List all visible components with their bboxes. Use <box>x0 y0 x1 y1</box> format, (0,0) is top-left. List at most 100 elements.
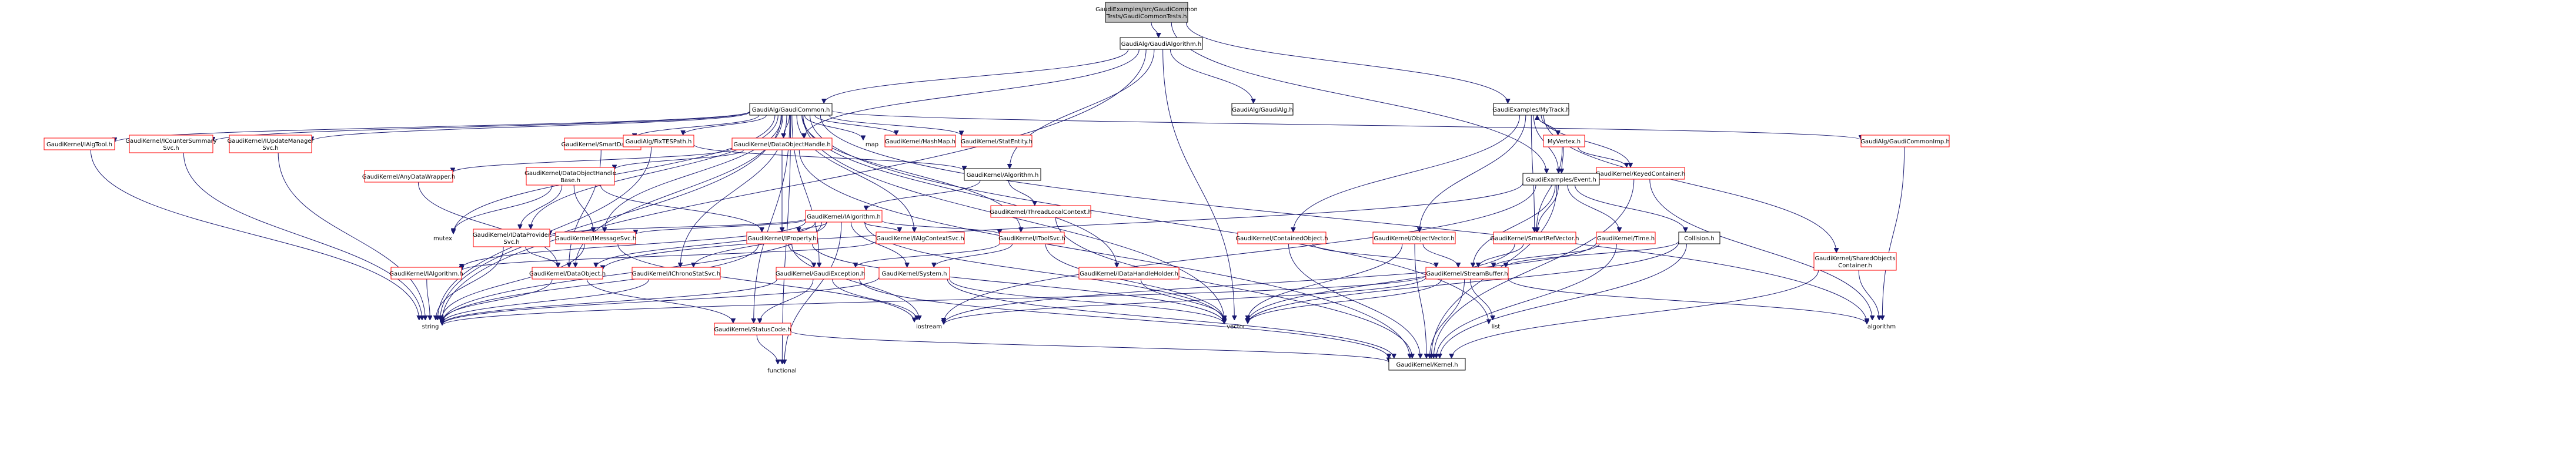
node-box <box>731 137 833 150</box>
edge-ialgorithm2-to-functional <box>784 221 842 364</box>
node-box <box>990 205 1091 218</box>
node-statentity[interactable]: GaudiKernel/StatEntity.h <box>961 135 1033 147</box>
node-gaudiexc[interactable]: GaudiKernel/GaudiException.h <box>776 267 865 280</box>
edge-gcimp-to-algorithm_std <box>1882 146 1905 320</box>
edge-ialgorithm2-to-imsgsvc <box>636 219 806 235</box>
edge-keyedcont-to-kernel <box>1434 179 1635 358</box>
node-idatahandleholder[interactable]: GaudiKernel/IDataHandleHolder.h <box>1078 267 1180 280</box>
edge-ga-to-gc <box>824 49 1129 104</box>
node-anydata[interactable]: GaudiKernel/AnyDataWrapper.h <box>362 170 455 183</box>
edge-myvertex-to-event <box>1562 146 1563 173</box>
node-contobj[interactable]: GaudiKernel/ContainedObject.h <box>1235 231 1328 244</box>
node-system[interactable]: GaudiKernel/System.h <box>878 267 950 280</box>
node-label: GaudiKernel/Kernel.h <box>1396 362 1458 368</box>
node-label: GaudiKernel/SmartRefVector.h <box>1490 236 1579 242</box>
node-gaudialg[interactable]: GaudiAlg/GaudiAlg.h <box>1231 103 1294 116</box>
node-statuscode[interactable]: GaudiKernel/StatusCode.h <box>714 323 791 335</box>
node-label: GaudiKernel/IAlgorithm.h <box>389 271 463 277</box>
node-label: list <box>1492 324 1501 330</box>
node-ialgctx[interactable]: GaudiKernel/IAlgContextSvc.h <box>876 231 965 244</box>
edge-time-to-kernel <box>1436 243 1617 358</box>
node-hashmap[interactable]: GaudiKernel/HashMap.h <box>884 135 956 147</box>
node-label: GaudiKernel/StatusCode.h <box>714 327 791 333</box>
edge-root-to-event <box>1171 22 1546 173</box>
node-gc[interactable]: GaudiAlg/GaudiCommon.h <box>749 103 833 116</box>
node-streambuffer[interactable]: GaudiKernel/StreamBuffer.h <box>1425 267 1509 280</box>
node-iproperty[interactable]: GaudiKernel/IProperty.h <box>746 231 818 244</box>
node-functional[interactable]: functional <box>767 368 797 374</box>
node-box <box>776 267 865 280</box>
node-itoolsvc[interactable]: GaudiKernel/IToolSvc.h <box>998 231 1065 244</box>
node-list[interactable]: list <box>1492 324 1501 330</box>
node-objvec[interactable]: GaudiKernel/ObjectVector.h <box>1372 231 1456 244</box>
node-label: GaudiKernel/StreamBuffer.h <box>1426 271 1508 277</box>
edge-gc-to-ialgctx <box>796 115 914 232</box>
node-box <box>1388 358 1466 371</box>
edge-gc-to-idataprov <box>531 115 779 229</box>
node-mutex[interactable]: mutex <box>433 236 452 242</box>
edge-gc-to-gcimp <box>831 110 1861 140</box>
node-ga[interactable]: GaudiAlg/GaudiAlgorithm.h <box>1120 37 1203 50</box>
node-imsgsvc[interactable]: GaudiKernel/IMessageSvc.h <box>555 231 636 244</box>
node-myvertex[interactable]: MyVertex.h <box>1543 135 1585 147</box>
node-algorithm_h[interactable]: GaudiKernel/Algorithm.h <box>964 168 1041 181</box>
node-smartdataptr[interactable]: GaudiKernel/SmartDataPtr.h <box>562 137 644 150</box>
node-event[interactable]: GaudiExamples/Event.h <box>1522 173 1600 186</box>
edge-ga-to-algorithm_h <box>1010 49 1155 169</box>
node-box <box>749 103 833 116</box>
node-label: GaudiKernel/HashMap.h <box>885 139 955 145</box>
node-kernel[interactable]: GaudiKernel/Kernel.h <box>1388 358 1466 371</box>
node-ialgorithm2[interactable]: GaudiKernel/IAlgorithm.h <box>805 210 883 223</box>
edge-myvertex-to-mytrack <box>1537 115 1559 136</box>
edge-algorithm_h-to-threadlocal <box>1008 180 1034 206</box>
node-label: string <box>422 324 439 330</box>
edge-gc-to-algorithm_std <box>820 115 1867 323</box>
node-collision[interactable]: Collision.h <box>1678 231 1720 244</box>
edge-gaudiexc-to-iostream <box>832 278 917 321</box>
node-box <box>964 168 1041 181</box>
edge-system-to-kernel <box>947 278 1394 358</box>
edge-objvec-to-streambuffer <box>1422 243 1458 268</box>
node-vector[interactable]: vector <box>1227 324 1246 330</box>
node-keyedcont[interactable]: GaudiKernel/KeyedContainer.h <box>1596 167 1685 180</box>
node-smartrefvec[interactable]: GaudiKernel/SmartRefVector.h <box>1490 231 1579 244</box>
node-fixtes[interactable]: GaudiAlg/FixTESPath.h <box>623 135 694 147</box>
edge-iproperty-to-vector <box>811 243 1224 324</box>
edge-ga-to-string <box>442 49 1147 321</box>
node-itool[interactable]: GaudiKernel/IAlgTool.h <box>44 137 115 150</box>
node-ialgorithm[interactable]: GaudiKernel/IAlgorithm.h <box>389 267 463 280</box>
node-box <box>632 267 721 280</box>
edge-imsgsvc-to-iostream <box>617 243 914 322</box>
node-map[interactable]: map <box>866 142 878 148</box>
node-dataobject[interactable]: GaudiKernel/DataObject.h <box>529 267 606 280</box>
node-dataobjhandle[interactable]: GaudiKernel/DataObjectHandle.h <box>731 137 833 150</box>
edge-iupdmgr-to-string <box>278 152 425 320</box>
edge-imsgsvc-to-string <box>442 243 585 320</box>
edge-dohbase-to-imsgsvc <box>573 184 593 232</box>
node-iostream[interactable]: iostream <box>916 324 942 330</box>
node-root[interactable]: GaudiExamples/src/GaudiCommonTests/Gaudi… <box>1095 2 1198 23</box>
node-label: GaudiAlg/GaudiCommonImp.h <box>1860 139 1950 145</box>
edge-event-to-collision <box>1575 184 1686 232</box>
node-string[interactable]: string <box>422 324 439 330</box>
edge-gc-to-idatahandleholder <box>803 115 1117 267</box>
edge-objvec-to-kernel <box>1414 243 1426 358</box>
edge-iproperty-to-gaudiexc <box>788 243 814 268</box>
node-label: MyVertex.h <box>1548 139 1581 145</box>
node-ichrono[interactable]: GaudiKernel/IChronoStatSvc.h <box>632 267 721 280</box>
node-mytrack[interactable]: GaudiExamples/MyTrack.h <box>1492 103 1570 116</box>
node-time[interactable]: GaudiKernel/Time.h <box>1596 231 1656 244</box>
dependency-nodes: GaudiExamples/src/GaudiCommonTests/Gaudi… <box>44 2 1950 374</box>
node-label: GaudiAlg/FixTESPath.h <box>626 139 692 145</box>
node-threadlocal[interactable]: GaudiKernel/ThreadLocalContext.h <box>990 205 1092 218</box>
edge-keyedcont-to-algorithm_std <box>1649 179 1872 320</box>
node-gcimp[interactable]: GaudiAlg/GaudiCommonImp.h <box>1860 135 1950 147</box>
edge-ialgorithm2-to-ialgorithm <box>462 221 806 268</box>
node-label: algorithm <box>1867 324 1896 330</box>
node-algorithm_std[interactable]: algorithm <box>1867 324 1896 330</box>
